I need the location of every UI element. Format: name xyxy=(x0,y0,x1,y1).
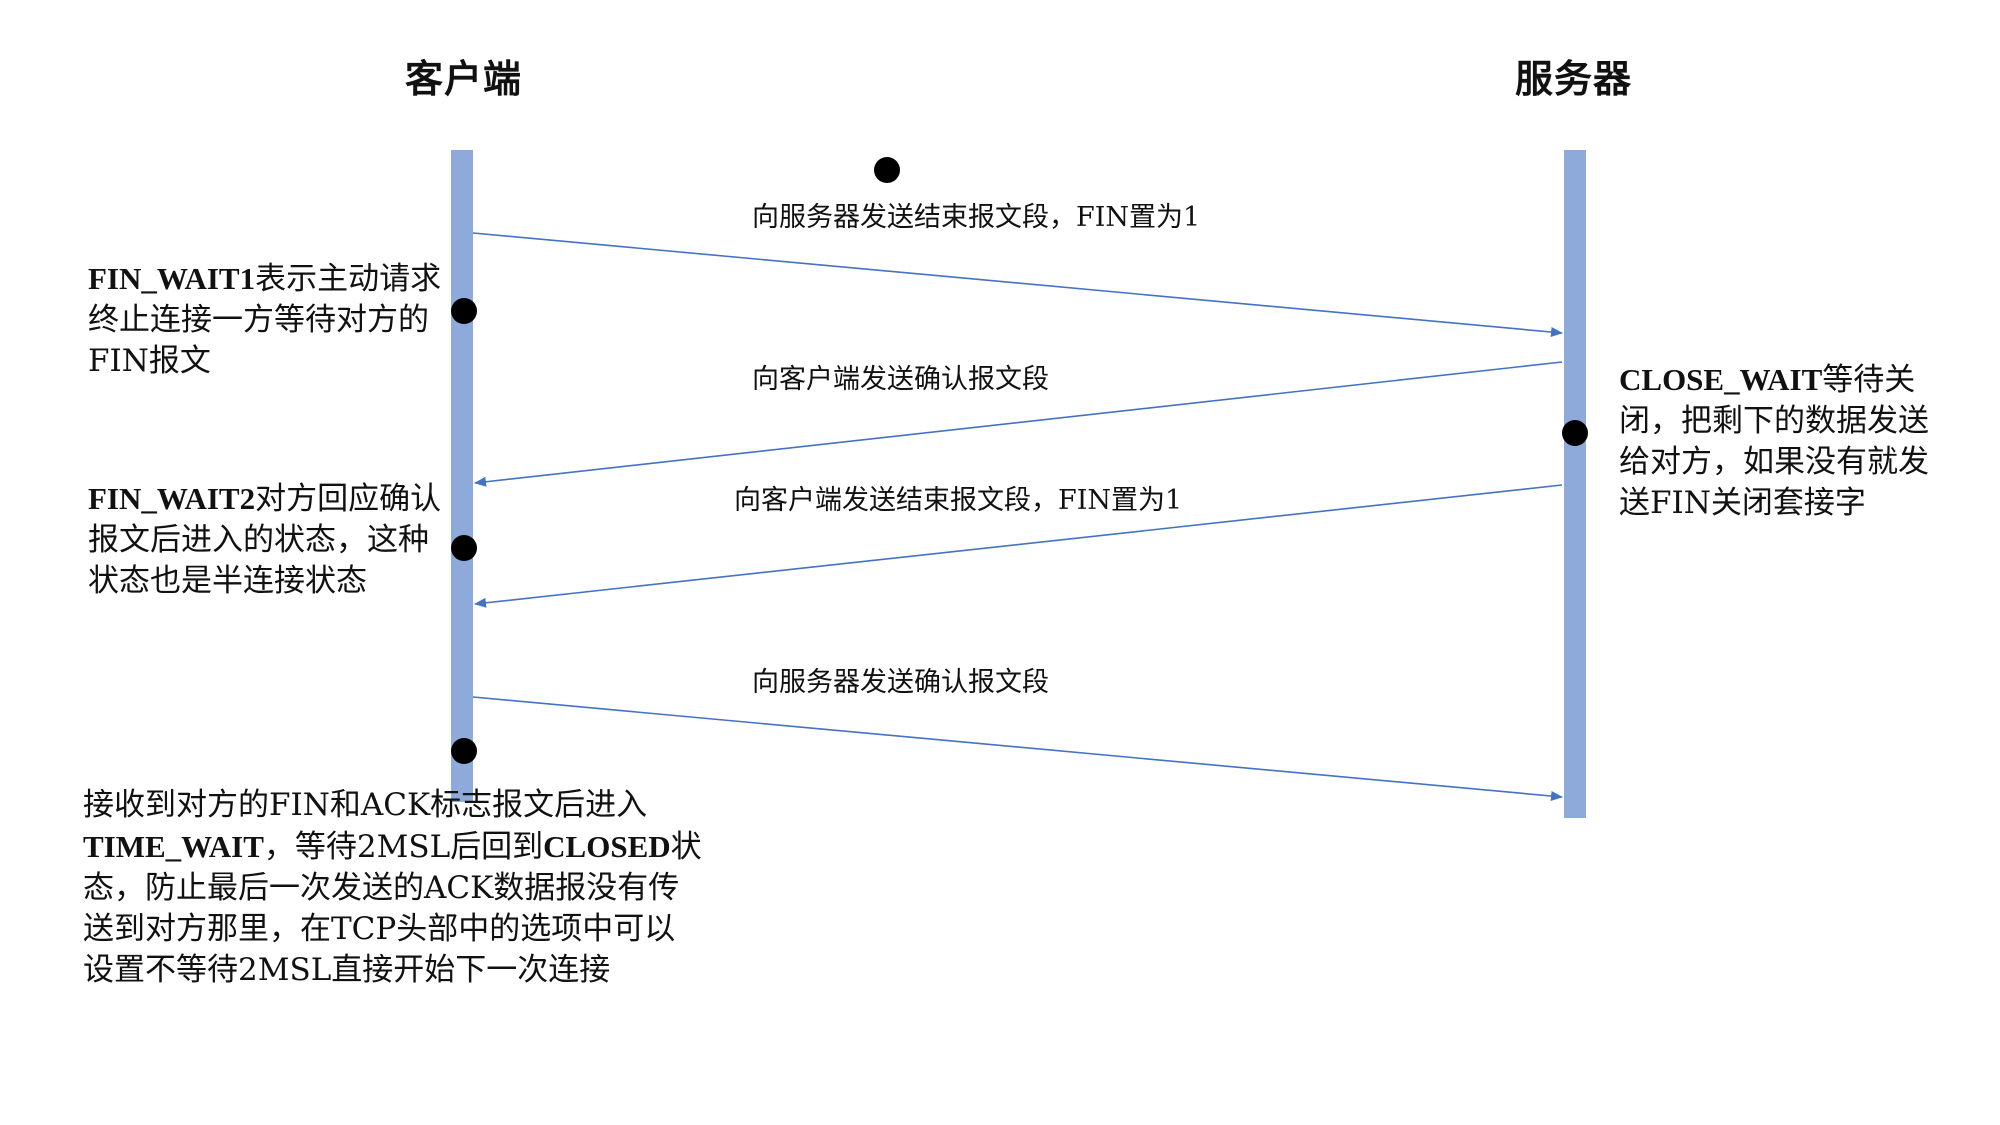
note-time-wait-mid: ，等待2MSL后回到 xyxy=(263,829,544,865)
note-time-wait-text: 状态，防止最后一次发送的ACK数据报没有传送到对方那里，在TCP头部中的选项中可… xyxy=(83,829,702,988)
arrow-fin-to-server xyxy=(472,232,1563,337)
note-time-wait-intro: 接收到对方的FIN和ACK标志报文后进入 xyxy=(83,787,648,823)
state-close-wait: CLOSE_WAIT xyxy=(1619,362,1823,397)
marker-dot-fin-wait2 xyxy=(451,535,477,561)
note-close-wait-text: 等待关闭，把剩下的数据发送给对方，如果没有就发送FIN关闭套接字 xyxy=(1619,362,1929,521)
server-lifeline xyxy=(1564,150,1586,818)
state-time-wait: TIME_WAIT xyxy=(83,829,264,864)
state-fin-wait1: FIN_WAIT1 xyxy=(88,261,256,296)
arrow-ack-to-client xyxy=(474,361,1563,487)
marker-dot-close-wait xyxy=(1562,420,1588,446)
message-label-1: 向服务器发送结束报文段，FIN置为1 xyxy=(752,202,1201,233)
message-label-4: 向服务器发送确认报文段 xyxy=(752,667,1049,698)
note-fin-wait1: FIN_WAIT1表示主动请求终止连接一方等待对方的FIN报文 xyxy=(88,258,443,382)
server-title: 服务器 xyxy=(1515,57,1633,101)
note-fin-wait1-text: 表示主动请求终止连接一方等待对方的FIN报文 xyxy=(88,261,442,379)
marker-dot-time-wait xyxy=(451,738,477,764)
marker-dot xyxy=(874,157,900,183)
message-label-3: 向客户端发送结束报文段，FIN置为1 xyxy=(734,485,1183,516)
arrow-fin-to-client xyxy=(474,484,1563,608)
note-fin-wait2: FIN_WAIT2对方回应确认报文后进入的状态，这种状态也是半连接状态 xyxy=(88,478,443,602)
note-close-wait: CLOSE_WAIT等待关闭，把剩下的数据发送给对方，如果没有就发送FIN关闭套… xyxy=(1619,359,1941,524)
state-fin-wait2: FIN_WAIT2 xyxy=(88,481,256,516)
note-fin-wait2-text: 对方回应确认报文后进入的状态，这种状态也是半连接状态 xyxy=(88,481,442,599)
state-closed: CLOSED xyxy=(543,829,671,864)
message-label-2: 向客户端发送确认报文段 xyxy=(752,364,1049,395)
marker-dot-fin-wait1 xyxy=(451,298,477,324)
note-time-wait: 接收到对方的FIN和ACK标志报文后进入 TIME_WAIT，等待2MSL后回到C… xyxy=(83,785,703,991)
arrow-ack-to-server xyxy=(472,696,1563,801)
client-title: 客户端 xyxy=(405,57,523,101)
